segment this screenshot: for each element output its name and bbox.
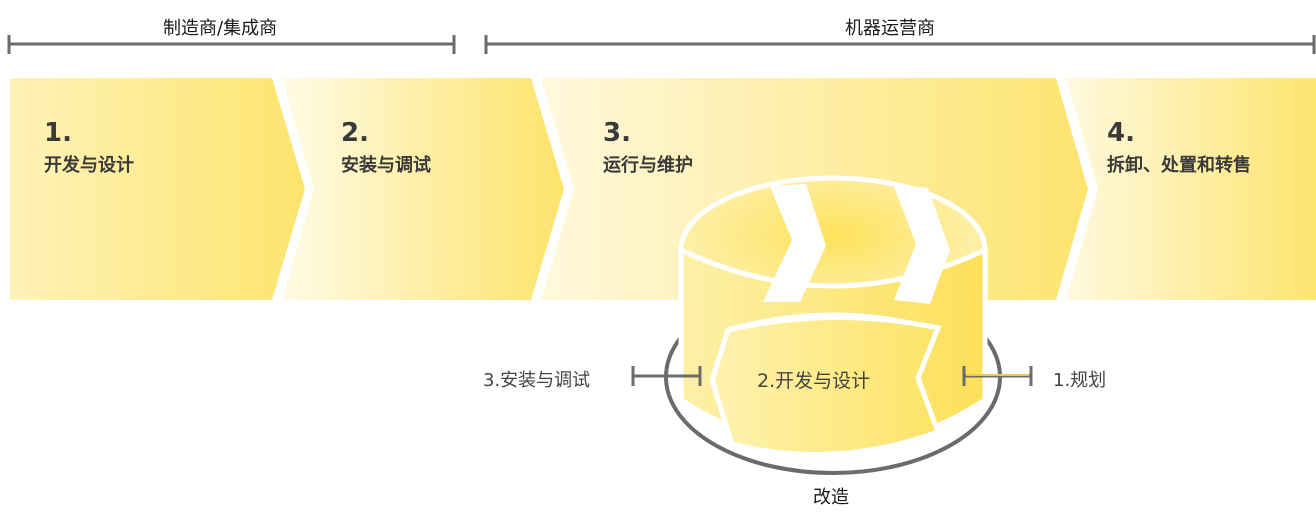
operator-bracket [484,35,1316,54]
manufacturer-label: 制造商/集成商 [163,18,278,39]
phase-3-title: 运行与维护 [603,155,693,176]
phase-2-chevron [282,78,564,300]
step1-marker [962,366,1033,386]
phase-2-title: 安装与调试 [341,155,431,176]
retrofit-notch-right [893,184,950,304]
step3-marker [631,366,702,386]
phase-4-title: 拆卸、处置和转售 [1107,155,1251,176]
phase-1-chevron [10,78,305,300]
phase-4-chevron [1066,78,1316,300]
retrofit-step3-label: 3.安装与调试 [483,370,591,391]
phase-4-number: 4. [1107,118,1135,148]
retrofit-step2-label: 2.开发与设计 [757,370,871,392]
phase-1-title: 开发与设计 [44,155,134,176]
retrofit-notch-left [763,184,826,302]
phase-1-number: 1. [44,118,72,148]
phase-2-number: 2. [341,118,369,148]
operator-label: 机器运营商 [845,18,935,39]
retrofit-front-panel [709,314,942,458]
retrofit-label: 改造 [813,487,849,508]
retrofit-step1-label: 1.规划 [1053,370,1107,391]
manufacturer-bracket [7,35,456,54]
phase-3-number: 3. [603,118,631,148]
